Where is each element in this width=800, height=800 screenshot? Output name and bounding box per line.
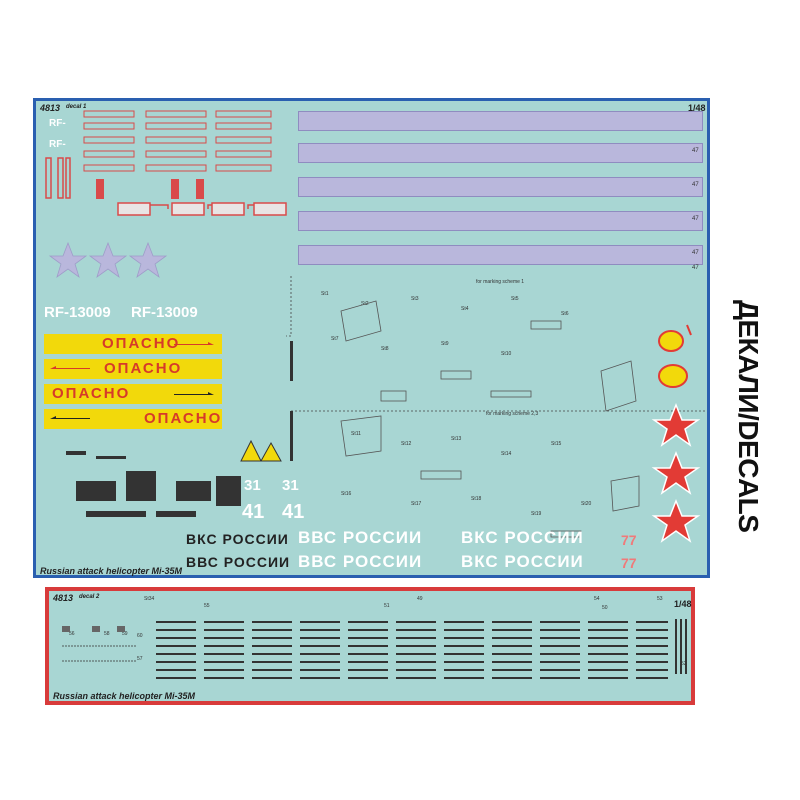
region-dividers [286, 276, 706, 412]
stripe-bars [588, 621, 628, 685]
stripe-bars [252, 621, 292, 685]
registration: RF-13009 [131, 304, 198, 321]
stripe-bars [156, 621, 196, 685]
stripe-bars [492, 621, 532, 685]
small-parts [62, 626, 137, 662]
warning-strip: ОПАСНО [44, 409, 222, 429]
red-number: 77 [621, 532, 637, 548]
stripe-number: 47 [692, 148, 699, 154]
rf-small: RF- [49, 118, 66, 129]
lavender-stripe [298, 245, 703, 265]
insignia-text: ВВС РОССИИ [298, 552, 423, 571]
label: 57 [137, 656, 143, 662]
tail-number: 31 [282, 477, 299, 494]
marking-note: for marking scheme 2,3 [486, 411, 539, 417]
tail-number: 31 [244, 477, 261, 494]
lavender-stripe [298, 177, 703, 197]
emblems [658, 324, 692, 388]
stripe-bars [444, 621, 484, 685]
label: St34 [144, 596, 155, 602]
small-stencils [66, 439, 282, 517]
sheet-scale: 1/48 [688, 103, 706, 113]
stripe-number: 47 [692, 265, 699, 271]
vertical-bars [290, 341, 293, 461]
sheet-code: 4813 [53, 593, 74, 603]
warning-strip: ОПАСНО [44, 334, 222, 354]
label: 56 [69, 631, 75, 637]
sheet-sub: decal 2 [79, 594, 100, 600]
label: 59 [122, 631, 128, 637]
decal-sheet-1: 4813 decal 1 1/48 RF- RF- [33, 98, 710, 578]
label: 60 [137, 633, 143, 639]
rf-small: RF- [49, 139, 66, 150]
decal-sheet-2: 4813 decal 2 1/48 St34 55 49 51 54 50 53… [45, 587, 695, 705]
label: 55 [204, 603, 210, 609]
stripe-number: 47 [692, 250, 699, 256]
stripe-bars [636, 621, 668, 685]
stripe-number: 47 [692, 216, 699, 222]
sheet-footer: Russian attack helicopter Mi-35M [53, 691, 196, 701]
warning-strip: ОПАСНО [44, 384, 222, 404]
sheet-footer: Russian attack helicopter Mi-35M [40, 566, 183, 576]
stripe-bars [396, 621, 436, 685]
red-stars [651, 402, 701, 543]
label: 53 [657, 596, 663, 602]
stripe-bars [348, 621, 388, 685]
registration: RF-13009 [44, 304, 111, 321]
red-frame-boxes [117, 202, 287, 216]
stencil-area: St1 St2 St3 St4 St5 St6 St7 St8 St9 St10… [321, 291, 641, 551]
tail-number: 41 [242, 501, 265, 523]
stripe-bars [540, 621, 580, 685]
sheet-scale: 1/48 [674, 599, 692, 609]
lavender-stripe [298, 111, 703, 131]
label: 58 [104, 631, 110, 637]
label: 51 [384, 603, 390, 609]
lavender-stripe [298, 211, 703, 231]
insignia-text: ВКС РОССИИ [461, 552, 584, 571]
stripe-bars [204, 621, 244, 685]
red-number: 77 [621, 555, 637, 571]
sheet-code: 4813 [40, 103, 61, 113]
stripe-number: 47 [692, 182, 699, 188]
label: 52 [681, 661, 687, 667]
insignia-text: ВВС РОССИИ [298, 528, 423, 547]
label: 49 [417, 596, 423, 602]
tail-number: 41 [282, 501, 305, 523]
side-title-text: ДЕКАЛИ/DECALS [733, 300, 764, 533]
label: 50 [602, 605, 608, 611]
insignia-text: ВКС РОССИИ [186, 531, 289, 547]
stencil-rows [83, 110, 279, 209]
insignia-text: ВКС РОССИИ [461, 528, 584, 547]
marking-note: for marking scheme 1 [476, 279, 525, 285]
side-marks [45, 157, 71, 199]
grey-stars [48, 241, 168, 279]
stripe-bars [300, 621, 340, 685]
sheet-sub: decal 1 [66, 104, 87, 110]
insignia-text: ВВС РОССИИ [186, 554, 291, 570]
warning-strip: ОПАСНО [44, 359, 222, 379]
vertical-bars [675, 619, 687, 674]
lavender-stripe [298, 143, 703, 163]
label: 54 [594, 596, 600, 602]
